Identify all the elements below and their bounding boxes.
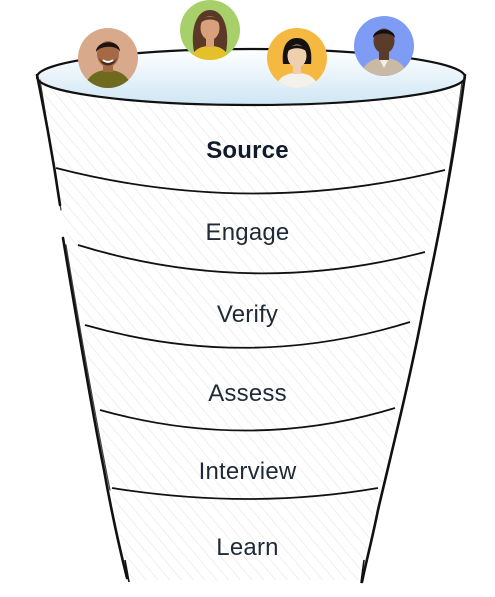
stage-label-source: Source	[206, 137, 289, 164]
funnel-body	[37, 75, 465, 580]
stage-divider-5	[111, 487, 379, 500]
stage-label-interview: Interview	[198, 458, 297, 485]
stage-label-verify: Verify	[216, 301, 279, 328]
avatar-2	[180, 0, 240, 60]
stage-divider-4	[99, 407, 396, 432]
avatar-4	[354, 16, 414, 76]
stage-divider-2	[77, 244, 426, 275]
funnel-right-edge-sketch	[375, 81, 463, 521]
stage-divider-3	[84, 321, 411, 349]
funnel-left-edge-sketch	[39, 79, 111, 491]
funnel-bottom-mark-left	[124, 559, 130, 583]
stage-label-assess: Assess	[208, 380, 287, 407]
stage-label-engage: Engage	[205, 219, 290, 246]
stage-label-learn: Learn	[216, 534, 279, 561]
avatar-3	[267, 28, 327, 88]
funnel-bottom-mark-right	[360, 559, 365, 584]
stage-divider-1	[55, 167, 446, 195]
avatar-1	[78, 28, 138, 88]
